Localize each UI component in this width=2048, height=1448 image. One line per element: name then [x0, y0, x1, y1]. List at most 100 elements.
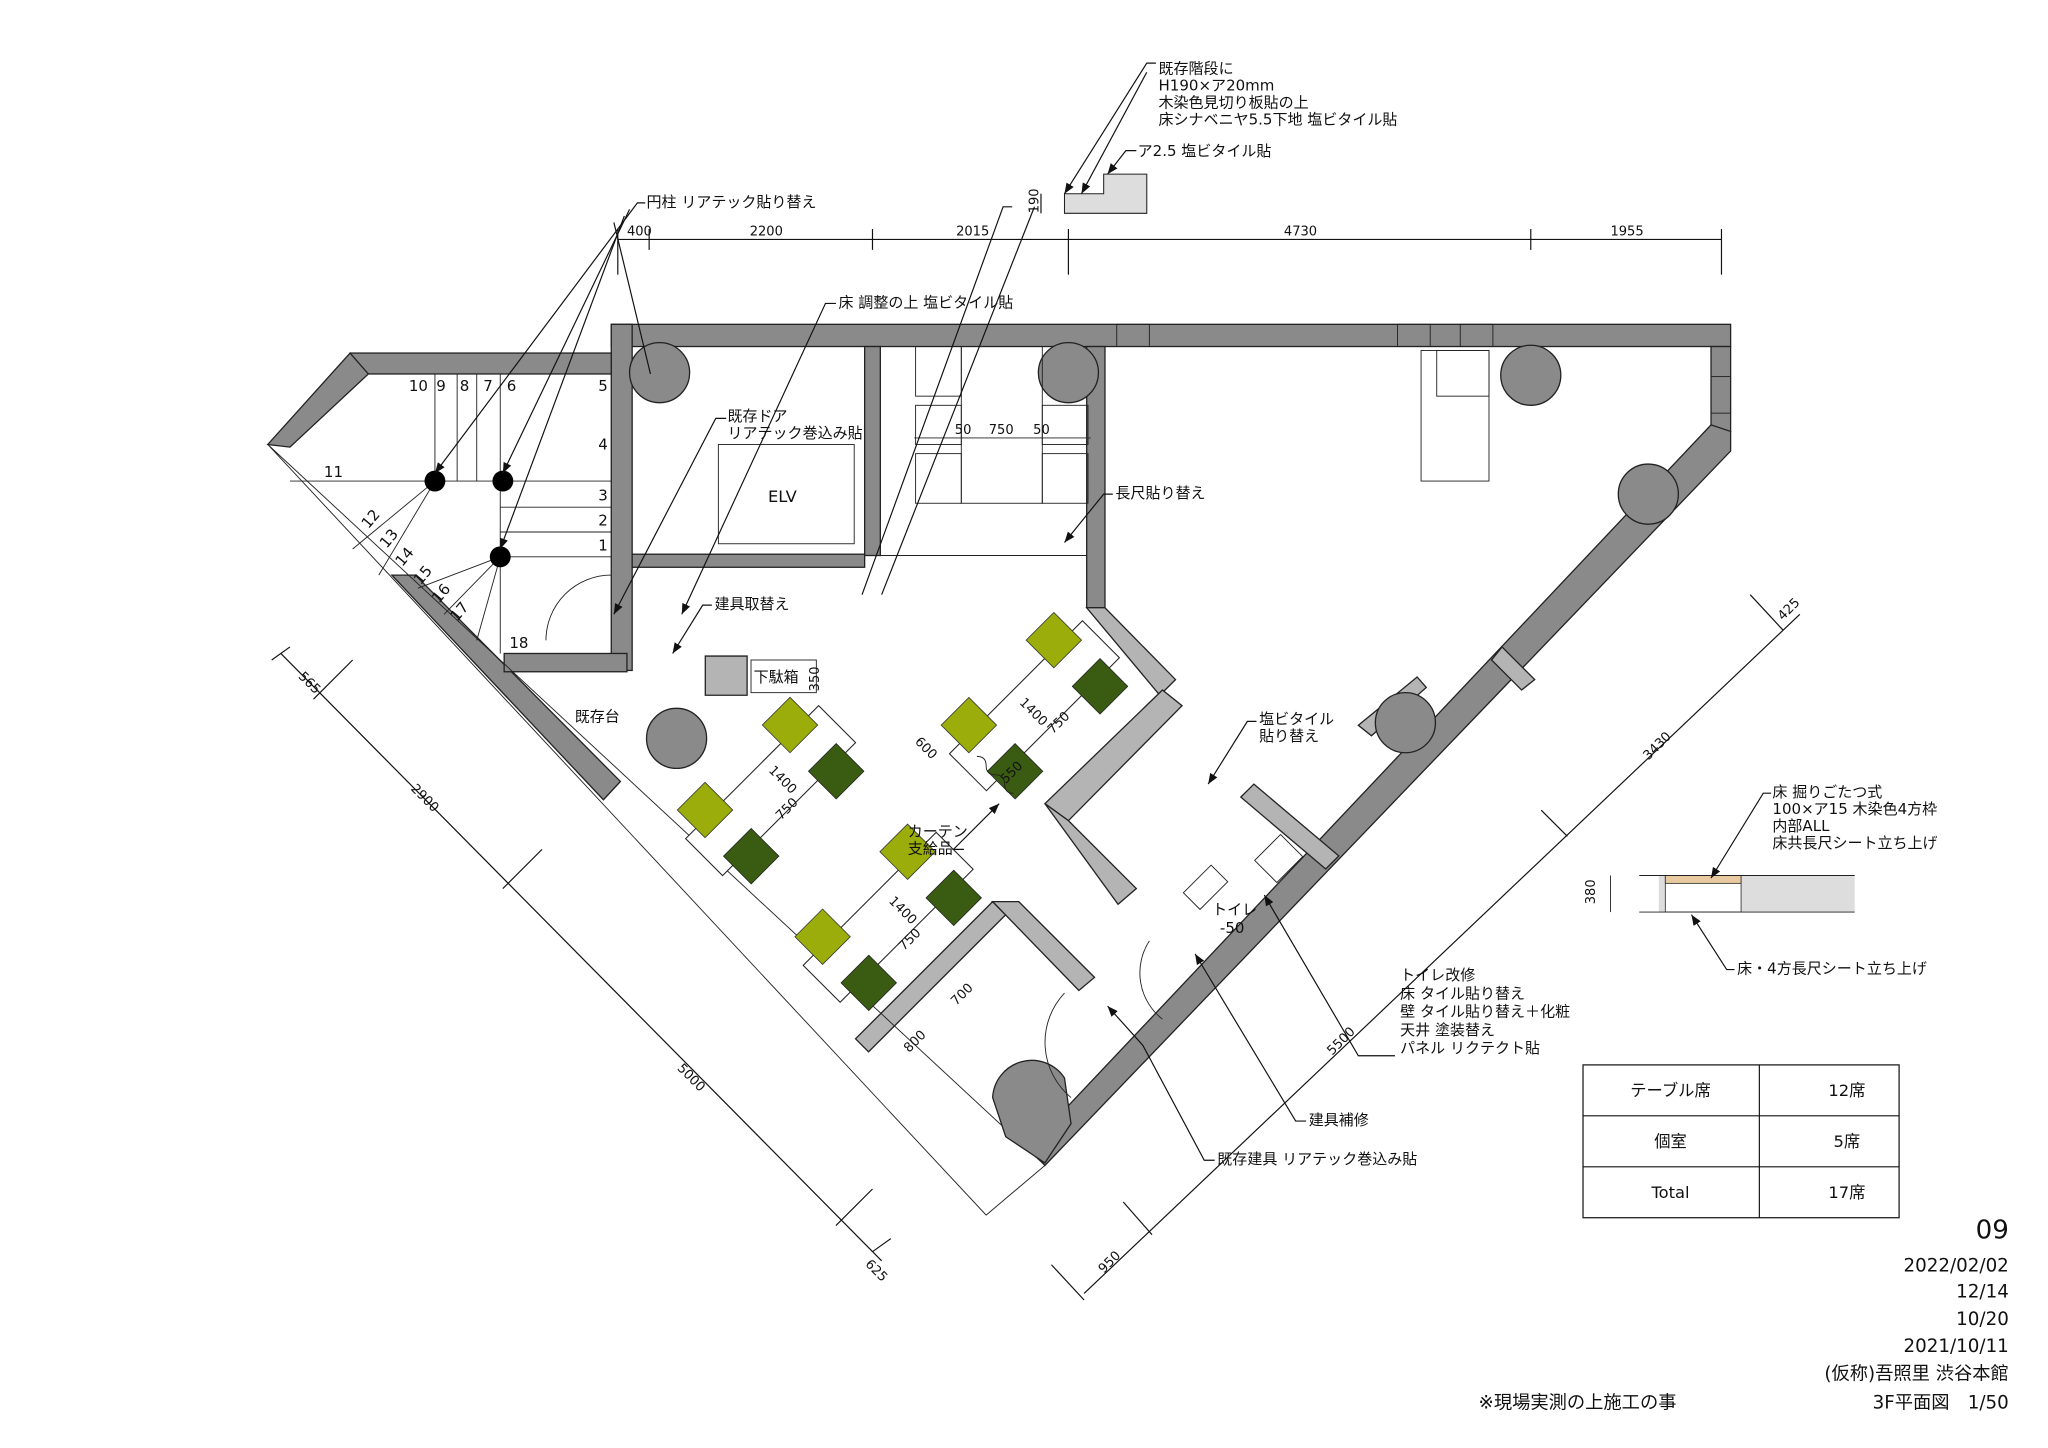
revision-date: 2022/02/02 — [1904, 1255, 2009, 1276]
stair-section-detail: 190 既存階段に H190×ア20mm 木染色見切り板貼の上 床シナベニヤ5.… — [1027, 60, 1397, 214]
svg-text:H190×ア20mm: H190×ア20mm — [1159, 77, 1275, 95]
svg-text:13: 13 — [376, 525, 402, 551]
chair-dark — [807, 742, 865, 800]
seat-label-table: テーブル席 — [1630, 1081, 1711, 1100]
svg-text:4: 4 — [598, 436, 608, 454]
chair-dark — [840, 954, 898, 1012]
svg-text:12: 12 — [358, 506, 384, 532]
table-set-2 — [940, 611, 1129, 800]
staircase: 1 2 3 4 5 6 7 8 9 10 11 12 13 14 15 16 1… — [289, 373, 612, 654]
column — [1617, 463, 1680, 525]
chair-dark — [722, 827, 780, 885]
table — [684, 704, 857, 877]
column — [1374, 692, 1437, 754]
svg-text:11: 11 — [324, 463, 343, 481]
svg-text:5000: 5000 — [674, 1061, 708, 1095]
svg-text:3: 3 — [598, 487, 608, 505]
note-pvc-tile-1: 塩ビタイル — [1259, 710, 1334, 728]
svg-text:50: 50 — [1033, 423, 1050, 438]
svg-text:5: 5 — [598, 377, 608, 395]
top-dimensions: 400 2200 2015 4730 1955 — [617, 225, 1723, 275]
chair-light — [940, 696, 998, 754]
svg-text:950: 950 — [1096, 1248, 1124, 1276]
stair-marker — [489, 546, 511, 568]
svg-text:2015: 2015 — [956, 225, 989, 240]
column — [628, 341, 691, 404]
chair-dark — [1071, 658, 1129, 715]
annotations: 円柱 リアテック貼り替え 床 調整の上 塩ビタイル貼 既存ドア リアテック巻込み… — [434, 193, 1570, 1168]
room-dimension: 50 750 50 — [914, 423, 1091, 439]
svg-text:ア2.5 塩ビタイル貼: ア2.5 塩ビタイル貼 — [1138, 142, 1272, 160]
svg-text:既存階段に: 既存階段に — [1159, 60, 1234, 78]
column — [1500, 344, 1562, 406]
revision-date: 10/20 — [1956, 1309, 2009, 1330]
wood-frame — [1664, 875, 1742, 884]
svg-text:1955: 1955 — [1610, 225, 1643, 240]
kotatsu-section-detail: 380 床・4方長尺シート立ち上げ — [1584, 792, 1927, 977]
kotatsu-note-2: 100×ア15 木染色4方枠 — [1772, 800, 1937, 818]
note-curtain-1: カーテン — [908, 822, 968, 840]
svg-text:700: 700 — [948, 981, 976, 1009]
columns — [628, 341, 1680, 1164]
seat-value-table: 12席 — [1828, 1081, 1865, 1100]
seat-value-private: 5席 — [1834, 1132, 1861, 1151]
svg-text:625: 625 — [862, 1257, 890, 1285]
svg-text:6: 6 — [507, 377, 517, 395]
svg-text:4730: 4730 — [1284, 225, 1317, 240]
note-fixture-repair: 建具補修 — [1309, 1111, 1369, 1129]
note-floor-adjust: 床 調整の上 塩ビタイル貼 — [839, 293, 1014, 311]
svg-text:600: 600 — [911, 735, 939, 763]
note-fixture-replace: 建具取替え — [714, 595, 789, 613]
chair-dark — [986, 743, 1044, 800]
kotatsu-note-4: 床共長尺シート立ち上げ — [1772, 834, 1937, 852]
svg-text:10: 10 — [409, 377, 428, 395]
elevator-label: ELV — [768, 487, 798, 506]
table-set-1 — [676, 696, 865, 885]
note-long-sheet: 長尺貼り替え — [1115, 484, 1205, 502]
note-existing-fixture: 既存建具 リアテック巻込み貼 — [1217, 1150, 1417, 1168]
table — [802, 831, 974, 1004]
chair-light — [879, 823, 936, 880]
column — [645, 707, 708, 770]
seat-count-table: テーブル席 12席 個室 5席 Total 17席 — [1582, 1064, 1900, 1219]
note-existing-door-2: リアテック巻込み貼 — [728, 424, 863, 442]
svg-text:380: 380 — [1584, 879, 1599, 904]
svg-text:18: 18 — [509, 634, 528, 652]
svg-text:5500: 5500 — [1324, 1024, 1358, 1058]
chair-light — [676, 781, 734, 839]
seat-label-total: Total — [1650, 1183, 1689, 1202]
kotatsu-note-1: 床 掘りごたつ式 — [1772, 783, 1882, 801]
seat-value-total: 17席 — [1828, 1183, 1865, 1202]
svg-text:3430: 3430 — [1641, 729, 1675, 763]
svg-text:1: 1 — [598, 536, 608, 554]
svg-text:50: 50 — [955, 423, 972, 438]
note-toilet-4: 天井 塗装替え — [1400, 1021, 1495, 1039]
title-block: 09 2022/02/02 12/14 10/20 2021/10/11 (仮称… — [1479, 1216, 2009, 1414]
revision-date: 12/14 — [1956, 1281, 2009, 1302]
shoe-box — [750, 659, 817, 694]
site-note: ※現場実測の上施工の事 — [1479, 1392, 1677, 1413]
shoe-box-label: 下駄箱 — [754, 668, 799, 686]
chair-dark — [925, 869, 982, 927]
sheet-number: 09 — [1976, 1216, 2009, 1246]
note-toilet-3: 壁 タイル貼り替え＋化粧 — [1400, 1003, 1570, 1021]
revision-date: 2021/10/11 — [1904, 1336, 2009, 1357]
note-column: 円柱 リアテック貼り替え — [647, 193, 817, 211]
svg-text:7: 7 — [483, 377, 493, 395]
table — [948, 620, 1121, 792]
svg-text:400: 400 — [627, 225, 652, 240]
table-set-3 — [794, 823, 982, 1012]
drawing-title: 3F平面図 1/50 — [1873, 1392, 2009, 1413]
shoe-box-dimension: 350 — [808, 666, 823, 691]
chair-light — [761, 696, 819, 754]
svg-text:木染色見切り板貼の上: 木染色見切り板貼の上 — [1159, 94, 1309, 112]
svg-text:2: 2 — [598, 511, 608, 529]
note-toilet-5: パネル リクテクト貼 — [1400, 1039, 1540, 1057]
project-name: (仮称)吾照里 渋谷本館 — [1824, 1364, 2008, 1385]
note-curtain-2: 支給品 — [908, 839, 953, 857]
svg-text:190: 190 — [1027, 188, 1042, 213]
chair-light — [794, 908, 851, 965]
svg-text:トイレ: トイレ — [1212, 901, 1257, 919]
note-existing-door-1: 既存ドア — [728, 407, 788, 425]
note-toilet-2: 床 タイル貼り替え — [1400, 984, 1525, 1002]
